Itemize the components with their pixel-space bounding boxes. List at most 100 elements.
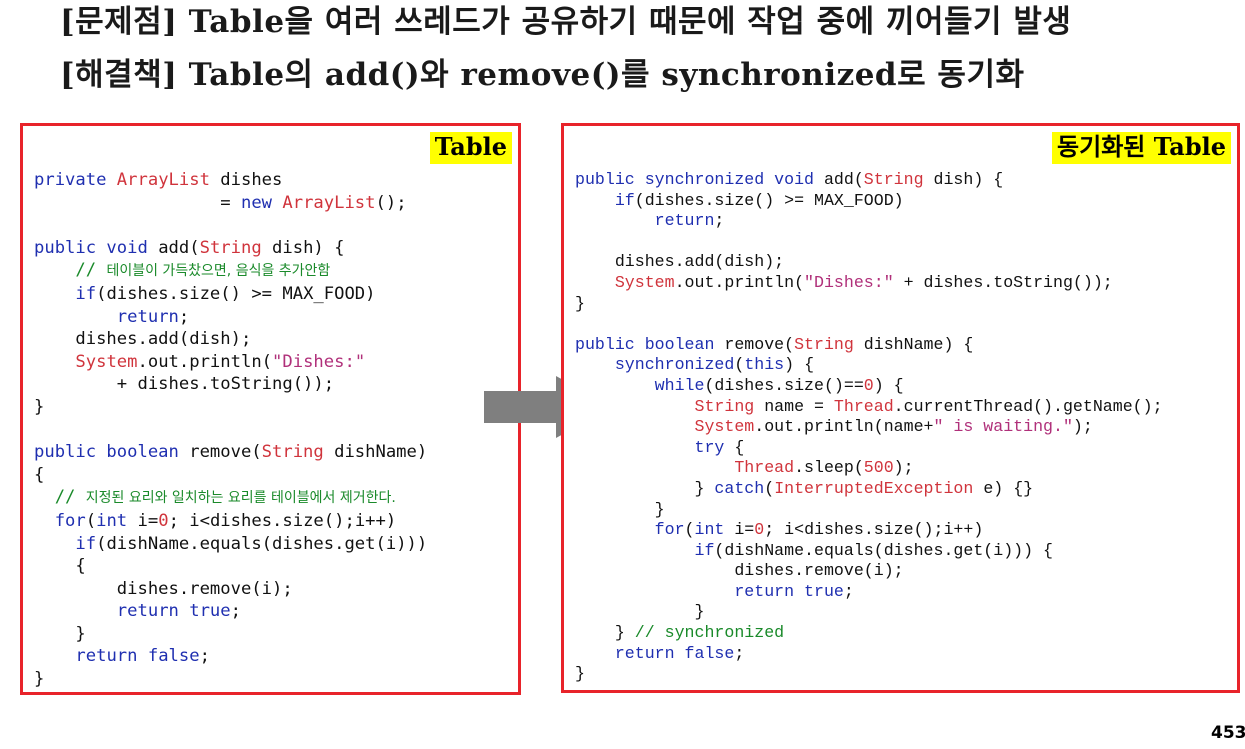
- code-line: public synchronized void add(String dish…: [575, 170, 1003, 189]
- code-token: }: [575, 664, 585, 684]
- code-token: [575, 211, 655, 230]
- code-token: .out.println(: [137, 351, 273, 372]
- code-token: "Dishes:": [272, 351, 366, 372]
- code-token: add(: [158, 237, 200, 258]
- code-token: dish) {: [261, 237, 345, 258]
- code-token: (: [734, 355, 745, 375]
- code-line: Thread.sleep(500);: [575, 458, 913, 478]
- code-token: }: [34, 396, 45, 417]
- code-token: i=: [724, 520, 755, 540]
- solution-heading: [해결책] Table의 add()와 remove()를 synchroniz…: [60, 57, 1025, 93]
- code-line: synchronized(this) {: [575, 355, 814, 374]
- code-token: this: [744, 355, 785, 375]
- code-token: [575, 376, 655, 395]
- code-token: [34, 352, 75, 372]
- code-line: while(dishes.size()==0) {: [575, 376, 904, 395]
- page-number: 453: [1211, 723, 1245, 743]
- code-token: ;: [843, 581, 854, 601]
- code-line: return;: [575, 211, 725, 231]
- code-token: dishes.remove(i);: [34, 578, 293, 599]
- code-token: try: [694, 437, 725, 457]
- code-line: }: [575, 500, 665, 519]
- table-code-block: private ArrayList dishes = new ArrayList…: [34, 169, 427, 691]
- code-token: dishName): [323, 442, 428, 463]
- code-token: System: [75, 351, 138, 372]
- problem-heading: [문제점] Table을 여러 쓰레드가 공유하기 때문에 작업 중에 끼어들기…: [60, 4, 1072, 40]
- code-line: dishes.remove(i);: [34, 579, 293, 599]
- code-token: private: [34, 170, 117, 190]
- code-line: System.out.println("Dishes:": [34, 352, 365, 372]
- code-line: }: [575, 294, 585, 313]
- code-token: name =: [754, 396, 834, 416]
- code-token: [34, 646, 75, 666]
- code-token: ;: [230, 601, 241, 622]
- code-token: .out.println(: [674, 272, 805, 292]
- code-token: (: [85, 510, 97, 531]
- code-token: ArrayList: [282, 192, 376, 213]
- code-token: ) {: [784, 355, 815, 375]
- synchronized-table-badge: 동기화된 Table: [1052, 132, 1231, 164]
- code-token: dishes.remove(i);: [575, 561, 904, 581]
- code-token: ) {: [873, 375, 904, 395]
- code-line: }: [34, 624, 85, 644]
- code-line: try {: [575, 437, 745, 457]
- code-token: ArrayList: [116, 170, 210, 190]
- code-line: for(int i=0; i<dishes.size();i++): [575, 520, 984, 540]
- code-token: " is waiting.": [933, 417, 1073, 437]
- code-token: [575, 458, 734, 477]
- code-token: 0: [158, 510, 169, 531]
- code-token: {: [34, 556, 86, 577]
- code-token: );: [1072, 417, 1093, 437]
- code-token: + dishes.toString());: [893, 272, 1113, 292]
- code-line: public boolean remove(String dishName) {: [575, 335, 973, 354]
- code-token: [575, 644, 615, 663]
- code-token: (dishes.size() >= MAX_FOOD): [634, 190, 904, 210]
- code-token: ; i<dishes.size();i++): [168, 510, 397, 531]
- code-line: }: [575, 664, 585, 683]
- code-token: dishName) {: [853, 334, 974, 354]
- code-token: (: [764, 478, 775, 498]
- code-token: dishes.add(dish);: [34, 329, 252, 350]
- code-token: public boolean: [575, 334, 725, 354]
- code-token: return true: [734, 581, 844, 601]
- code-token: [575, 582, 734, 601]
- code-line: if(dishes.size() >= MAX_FOOD): [34, 283, 375, 304]
- synchronized-table-code-block: public synchronized void add(String dish…: [575, 170, 1163, 685]
- code-token: e) {}: [973, 478, 1034, 498]
- code-token: new: [240, 192, 283, 213]
- code-token: {: [34, 464, 45, 485]
- code-line: if(dishName.equals(dishes.get(i))) {: [575, 541, 1054, 560]
- code-token: "Dishes:": [804, 272, 894, 292]
- code-token: String: [199, 237, 262, 258]
- code-token: InterruptedException: [774, 478, 974, 498]
- code-token: Thread: [833, 396, 894, 416]
- code-token: [575, 397, 695, 416]
- code-token: if: [614, 190, 635, 210]
- code-token: [575, 355, 615, 374]
- code-token: return: [116, 306, 179, 327]
- code-token: while: [654, 375, 705, 395]
- code-token: .out.println(name+: [754, 417, 934, 437]
- code-token: dish) {: [923, 170, 1004, 189]
- code-token: return false: [614, 643, 735, 663]
- code-token: [575, 191, 615, 210]
- code-line: {: [34, 465, 44, 485]
- code-token: int: [694, 520, 725, 540]
- code-line: for(int i=0; i<dishes.size();i++): [34, 510, 397, 531]
- code-token: ;: [734, 643, 745, 663]
- code-token: ; i<dishes.size();i++): [764, 520, 984, 540]
- code-token: remove(: [724, 334, 795, 354]
- code-line: if(dishes.size() >= MAX_FOOD): [575, 191, 904, 210]
- code-token: dishes: [209, 170, 283, 190]
- code-token: Thread: [734, 458, 795, 478]
- code-line: return true;: [575, 582, 854, 601]
- code-token: [34, 284, 75, 304]
- code-line: String name = Thread.currentThread().get…: [575, 397, 1163, 416]
- code-token: ;: [714, 211, 725, 231]
- code-token: String: [261, 442, 324, 463]
- code-token: remove(: [189, 442, 262, 463]
- code-token: if: [75, 283, 97, 304]
- code-line: = new ArrayList();: [34, 192, 406, 213]
- code-line: public void add(String dish) {: [34, 238, 344, 258]
- table-code-panel: Table private ArrayList dishes = new Arr…: [20, 123, 521, 695]
